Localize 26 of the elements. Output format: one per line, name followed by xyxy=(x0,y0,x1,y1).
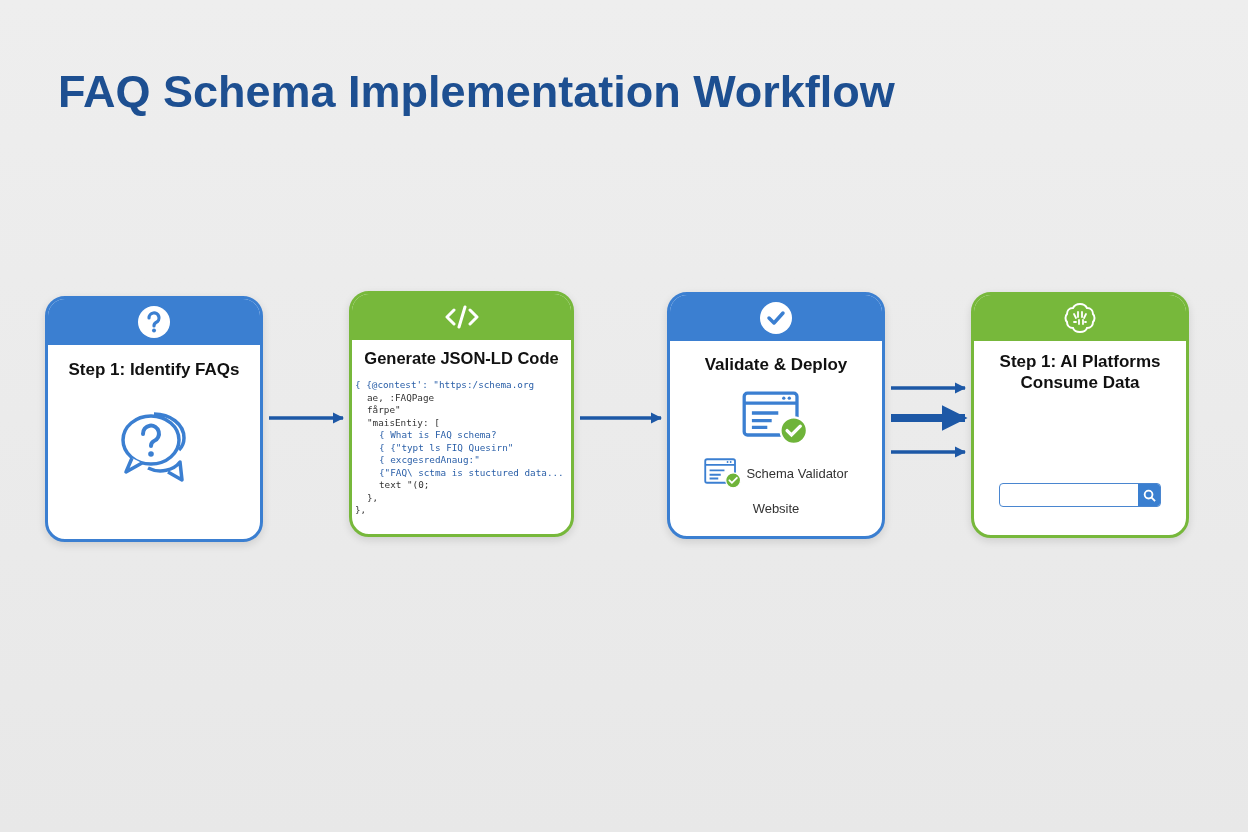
code-line: { What is FAQ schema? xyxy=(378,429,497,442)
diagram-title: FAQ Schema Implementation Workflow xyxy=(58,66,895,118)
arrow xyxy=(891,382,967,394)
code-line: }, xyxy=(366,491,379,504)
step-heading: Generate JSON-LD Code xyxy=(364,348,559,369)
code-line: { excgesredAnaug:" xyxy=(378,454,480,467)
tool-label: Schema Validator xyxy=(746,466,849,481)
step-card xyxy=(349,291,574,537)
code-line: { {"typt ls FIQ Quesirn" xyxy=(378,441,514,454)
step-heading: Validate & Deploy xyxy=(704,354,848,375)
tool-label: Website xyxy=(752,501,800,516)
arrow xyxy=(269,412,345,424)
step-heading: Step 1: Identify FAQs xyxy=(68,359,240,380)
code-line: "maisEntiy: [ xyxy=(366,416,440,429)
arrow xyxy=(891,446,967,458)
code-line: ae, :FAQPage xyxy=(366,391,435,404)
code-line: text "(0; xyxy=(378,479,430,492)
code-line: }, xyxy=(355,504,367,517)
step-card xyxy=(45,296,263,542)
code-line: fårpe" xyxy=(366,404,401,417)
step-card xyxy=(971,292,1189,538)
step-heading: Step 1: AI Platforms Consume Data xyxy=(998,351,1162,393)
code-line: {"FAQ\ sctma is stuctured data... xyxy=(378,466,564,479)
arrow xyxy=(580,412,663,424)
code-line: { {@contest': "https:/schema.org xyxy=(355,379,535,392)
step-card xyxy=(667,292,885,539)
